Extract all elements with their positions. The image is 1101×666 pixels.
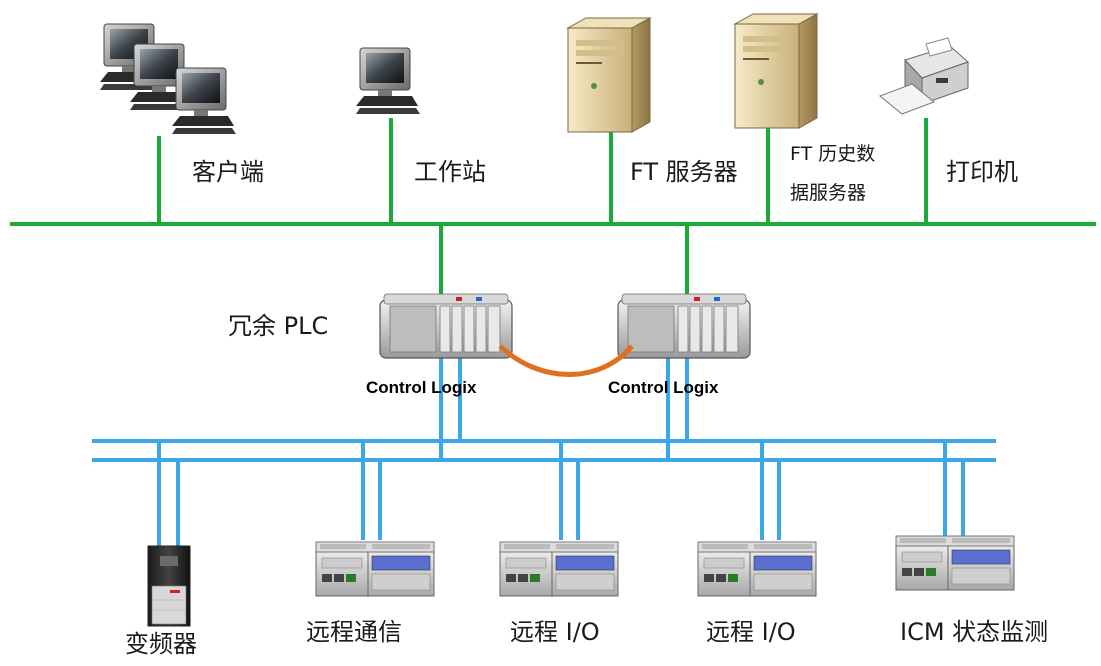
io-module-icon	[499, 541, 619, 597]
printer-icon	[879, 37, 969, 115]
io-module-icon	[697, 541, 817, 597]
desktop-computer-icon	[355, 47, 421, 115]
io-module-icon	[895, 535, 1015, 591]
vfd-drive-icon	[147, 545, 191, 627]
desktop-computer-icon	[99, 23, 237, 135]
label-ft-history-line1: FT 历史数	[790, 143, 876, 165]
io-module-icon	[315, 541, 435, 597]
tower-server-icon	[566, 17, 652, 133]
label-plc-left: Control Logix	[366, 378, 477, 397]
label-plc-right: Control Logix	[608, 378, 719, 397]
label-vfd: 变频器	[125, 630, 197, 658]
redundancy-link	[498, 344, 634, 377]
plc-chassis-icon	[617, 293, 751, 359]
label-remote-comm: 远程通信	[306, 618, 402, 646]
fieldbus-drops	[157, 356, 965, 548]
label-workstation: 工作站	[414, 158, 486, 186]
label-remote-io-2: 远程 I/O	[706, 618, 796, 646]
tower-server-icon	[733, 13, 819, 129]
label-remote-io-1: 远程 I/O	[510, 618, 600, 646]
label-ft-history-line2: 据服务器	[790, 182, 867, 204]
label-redundant-plc: 冗余 PLC	[228, 312, 329, 340]
label-icm: ICM 状态监测	[900, 618, 1049, 646]
label-printer: 打印机	[946, 158, 1018, 186]
label-ft-server: FT 服务器	[630, 158, 738, 186]
label-clients: 客户端	[192, 158, 264, 186]
plc-chassis-icon	[379, 293, 513, 359]
